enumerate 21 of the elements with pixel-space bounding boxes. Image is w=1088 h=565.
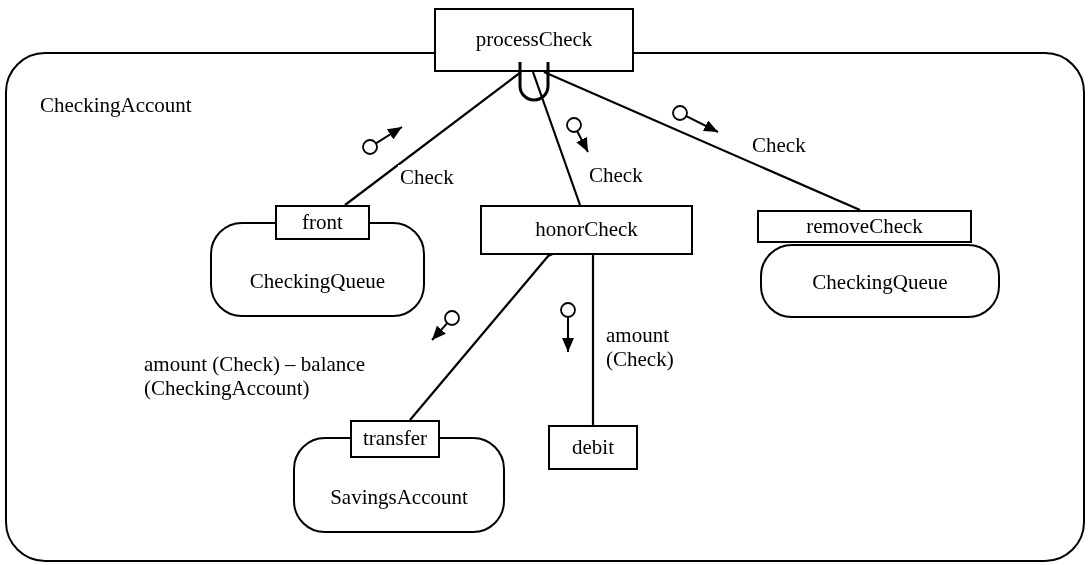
module-name: honorCheck — [535, 218, 638, 242]
object-name: SavingsAccount — [330, 485, 468, 509]
module-box — [548, 425, 638, 470]
module-box — [434, 8, 634, 72]
module-name: transfer — [362, 427, 428, 451]
module-box — [275, 205, 370, 240]
connector — [543, 71, 861, 211]
connector — [531, 71, 582, 206]
module-box — [480, 205, 693, 255]
module-box — [757, 210, 972, 243]
object-name: CheckingQueue — [249, 269, 386, 293]
group-title: CheckingAccount — [40, 94, 192, 118]
object-name: CheckingQueue — [812, 270, 948, 294]
module-name: front — [302, 210, 343, 235]
connector — [344, 71, 522, 206]
object-box — [760, 244, 1000, 318]
module-box — [350, 420, 440, 458]
module-name: removeCheck — [806, 214, 923, 239]
module-name: debit — [572, 435, 614, 460]
connector — [591, 255, 595, 425]
module-name: processCheck — [475, 28, 593, 52]
